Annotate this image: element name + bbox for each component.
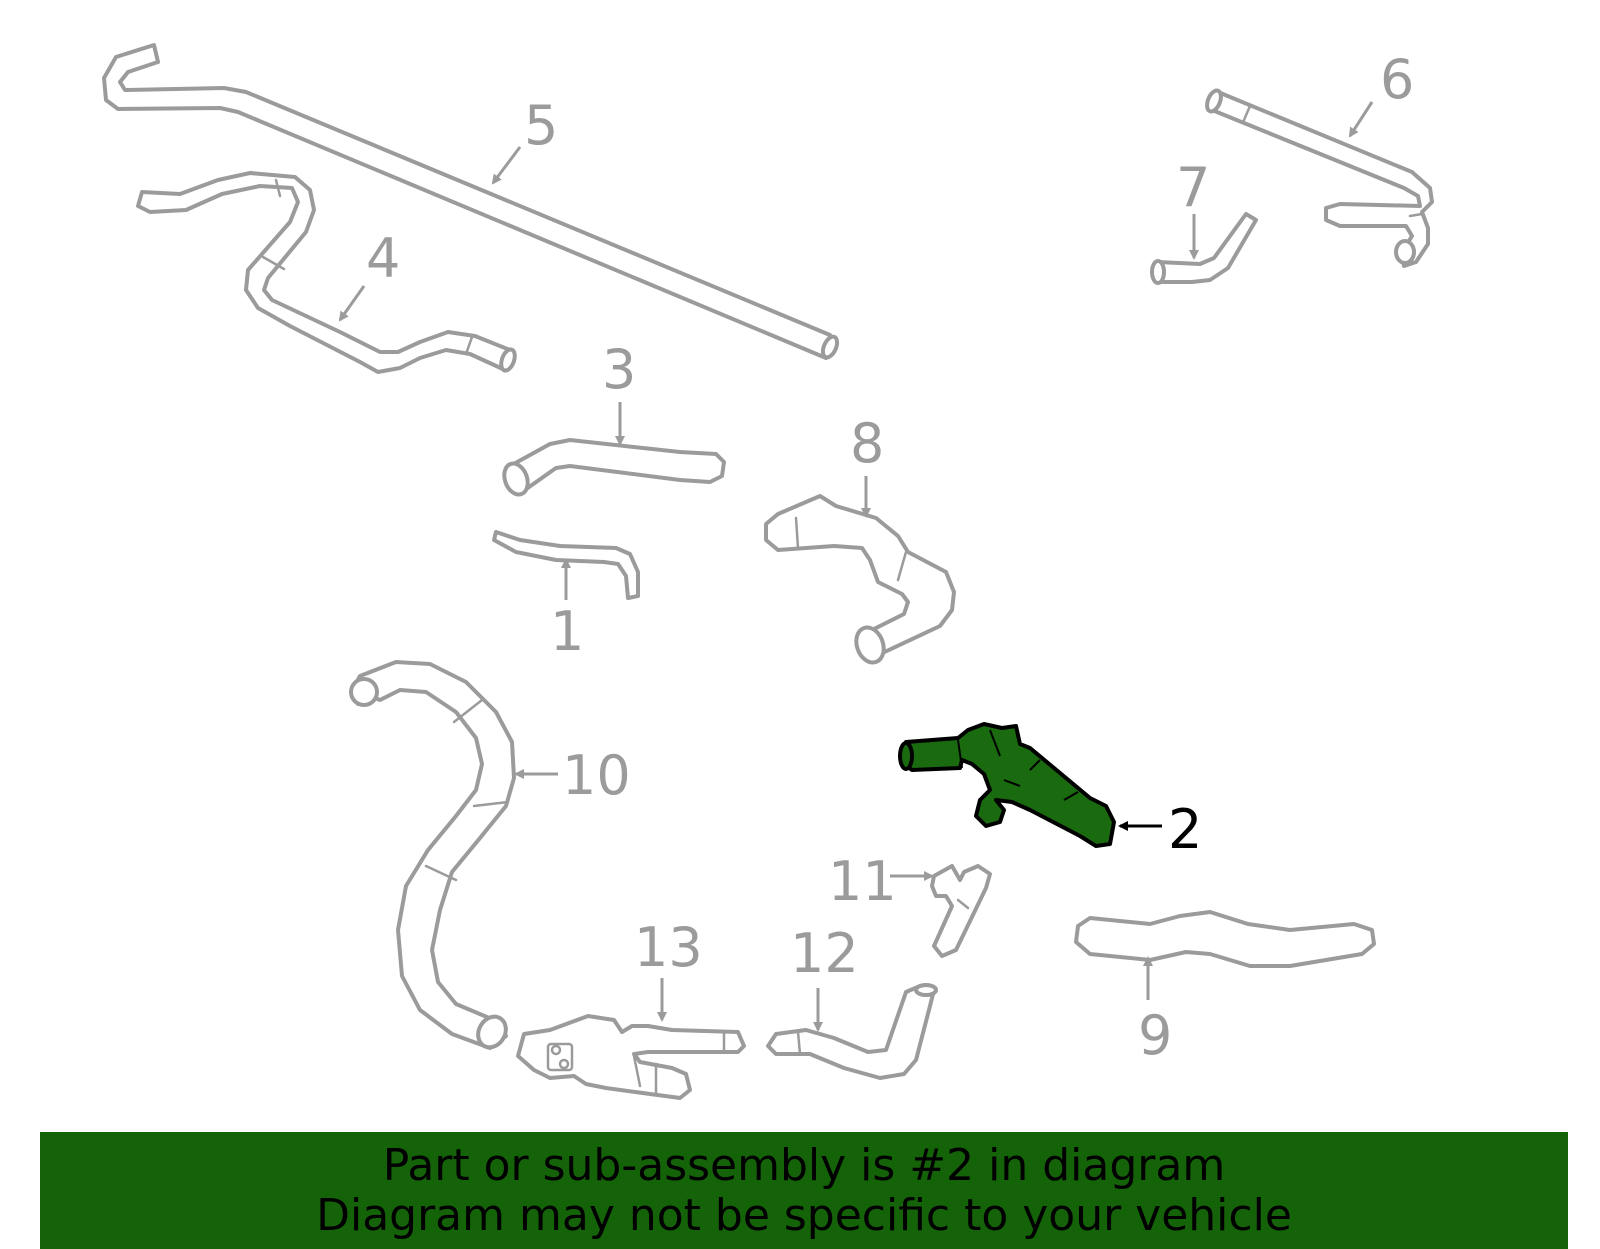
parts-diagram: 5 4 6 7 3 1: [102, 43, 1434, 1100]
part-5-hose: 5: [102, 43, 840, 360]
part-3-hose: 3: [502, 338, 726, 497]
part-10-hose: 10: [349, 660, 631, 1050]
callout-4-arrow: [338, 285, 366, 322]
callout-7: 7: [1176, 156, 1210, 219]
callout-11: 11: [828, 850, 897, 913]
info-banner: Part or sub-assembly is #2 in diagram Di…: [40, 1132, 1568, 1249]
callout-9: 9: [1138, 1004, 1172, 1067]
part-2-highlighted: 2: [898, 722, 1202, 861]
callout-4: 4: [366, 227, 400, 290]
callout-1: 1: [550, 600, 584, 663]
part-13-valve: 13: [516, 916, 746, 1100]
callout-5-arrow: [491, 146, 522, 185]
part-7-hose: 7: [1150, 156, 1258, 285]
callout-6-arrow: [1348, 101, 1374, 138]
callout-10: 10: [562, 744, 631, 807]
part-1-hose: 1: [492, 530, 640, 663]
part-11-fitting: 11: [828, 850, 992, 958]
callout-2: 2: [1168, 798, 1202, 861]
banner-line-1: Part or sub-assembly is #2 in diagram: [382, 1139, 1226, 1191]
part-9-hose: 9: [1074, 910, 1376, 1067]
part-4-hose: 4: [136, 171, 517, 374]
part-6-hose: 6: [1205, 48, 1434, 268]
part-8-hose: 8: [764, 412, 956, 665]
callout-8: 8: [850, 412, 884, 475]
part-12-hose: 12: [766, 922, 938, 1080]
callout-6: 6: [1380, 48, 1414, 111]
callout-5: 5: [524, 94, 558, 157]
callout-12: 12: [790, 922, 859, 985]
callout-3: 3: [602, 338, 636, 401]
callout-13: 13: [634, 916, 703, 979]
banner-line-2: Diagram may not be specific to your vehi…: [316, 1189, 1292, 1241]
